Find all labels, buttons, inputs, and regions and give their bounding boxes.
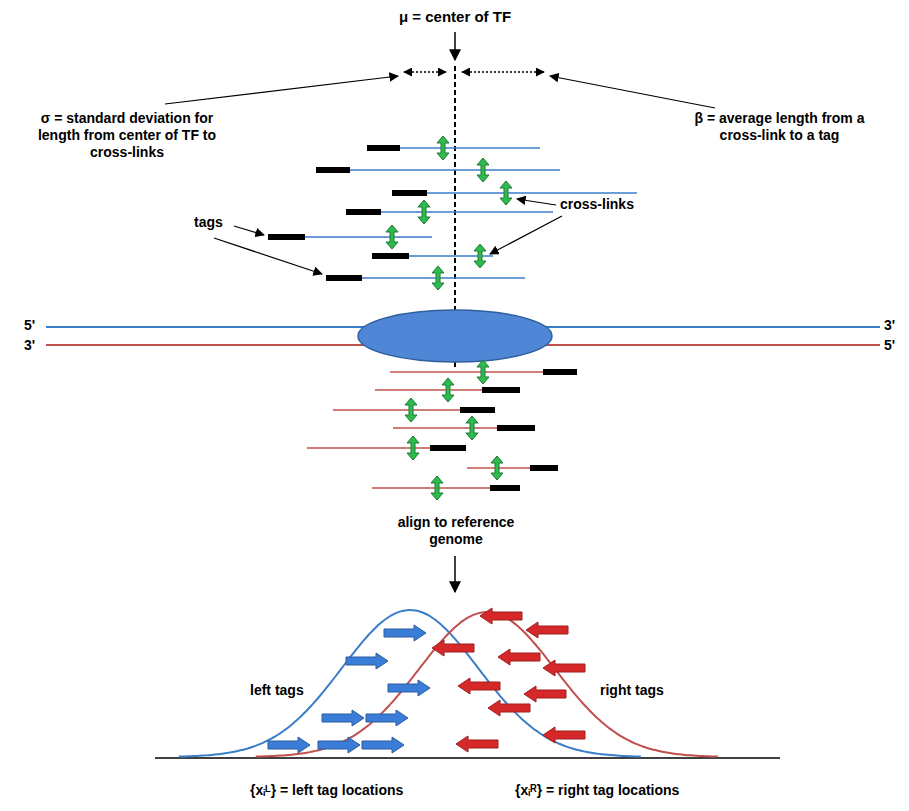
- tag: [490, 485, 520, 491]
- leader-line: [214, 238, 322, 274]
- right-locations: {xᵢᴿ} = right tag locations: [515, 782, 755, 799]
- cross-link-symbol: [500, 181, 512, 205]
- leader-line: [234, 226, 264, 235]
- dna-fragment: [427, 192, 637, 194]
- cross-link-symbol: [418, 200, 430, 224]
- tags-label: tags: [194, 214, 234, 231]
- strand-end: 5': [24, 317, 44, 334]
- right-tags-label: right tags: [600, 682, 690, 699]
- tag-arrow: [456, 736, 498, 752]
- tag-arrow: [388, 680, 430, 696]
- tag-arrow: [346, 653, 388, 669]
- cross-link-symbol: [477, 360, 489, 384]
- leader-line: [550, 76, 715, 108]
- distributions: [179, 608, 718, 757]
- leader-line: [517, 199, 556, 205]
- tag: [372, 253, 409, 259]
- tag-arrow: [543, 727, 585, 743]
- strand-end: 3': [884, 317, 904, 334]
- tag-arrow: [268, 737, 310, 753]
- dna-fragment: [375, 389, 482, 391]
- tag-arrow: [488, 700, 530, 716]
- tag: [367, 145, 400, 151]
- tag: [316, 167, 350, 173]
- tag: [497, 425, 535, 431]
- cross-link-symbol: [437, 136, 449, 160]
- tag: [543, 369, 577, 375]
- tag-arrow: [322, 710, 364, 726]
- tag-arrow: [498, 649, 540, 665]
- cross-link-symbol: [474, 244, 486, 268]
- tag-arrow: [318, 737, 360, 753]
- cross-link-symbol: [442, 378, 454, 402]
- tag: [268, 234, 305, 240]
- dna-fragment: [305, 236, 432, 238]
- tag-arrow: [458, 678, 500, 694]
- leader-line: [490, 216, 562, 254]
- cross-link-symbol: [405, 398, 417, 422]
- tag: [482, 387, 520, 393]
- cross-links-label: cross-links: [560, 196, 655, 213]
- dna-fragment: [390, 371, 543, 373]
- strand-end: 5': [884, 337, 904, 354]
- tag-arrow: [524, 686, 566, 702]
- right-distribution: [256, 612, 718, 757]
- tag: [392, 190, 427, 196]
- sigma-note: σ = standard deviation for length from c…: [22, 110, 232, 160]
- align-note: align to reference genome: [390, 514, 522, 548]
- tag-arrow: [480, 608, 522, 624]
- transcription-factor: [358, 310, 552, 362]
- tag-arrow: [362, 737, 404, 753]
- leader-line: [165, 76, 398, 104]
- tag: [460, 407, 495, 413]
- cross-link-symbol: [431, 476, 443, 500]
- cross-link-symbol: [432, 266, 444, 290]
- cross-link-symbol: [407, 436, 419, 460]
- strand-end: 3': [24, 337, 44, 354]
- sigma-range: [404, 71, 446, 73]
- tag: [346, 209, 381, 215]
- dna-fragment: [350, 169, 560, 171]
- tag-arrow: [526, 622, 568, 638]
- fragments: [268, 136, 637, 500]
- tag: [530, 465, 558, 471]
- tag-arrow: [543, 660, 585, 676]
- cross-link-symbol: [491, 456, 503, 480]
- tag-arrow: [384, 625, 426, 641]
- dna-fragment: [381, 211, 553, 213]
- left-tags-label: left tags: [250, 682, 330, 699]
- beta-note: β = average length from a cross-link to …: [672, 110, 887, 144]
- left-distribution: [179, 610, 641, 756]
- tag-arrow: [366, 710, 408, 726]
- cross-link-symbol: [386, 225, 398, 249]
- dna-fragment: [400, 147, 540, 149]
- cross-link-symbol: [477, 158, 489, 182]
- tag-arrow: [432, 640, 474, 656]
- dna-fragment: [333, 409, 460, 411]
- tag: [430, 445, 466, 451]
- dna-fragment: [362, 277, 525, 279]
- dna-fragment: [372, 487, 490, 489]
- title-mu: μ = center of TF: [375, 8, 535, 26]
- align-arrow: [454, 556, 456, 592]
- tag: [326, 275, 362, 281]
- cross-link-symbol: [466, 416, 478, 440]
- dna-fragment: [393, 427, 497, 429]
- beta-range: [462, 71, 544, 73]
- genome-axis: [155, 757, 780, 759]
- center-arrow: [454, 32, 456, 60]
- left-locations: {xᵢᴸ} = left tag locations: [250, 782, 480, 799]
